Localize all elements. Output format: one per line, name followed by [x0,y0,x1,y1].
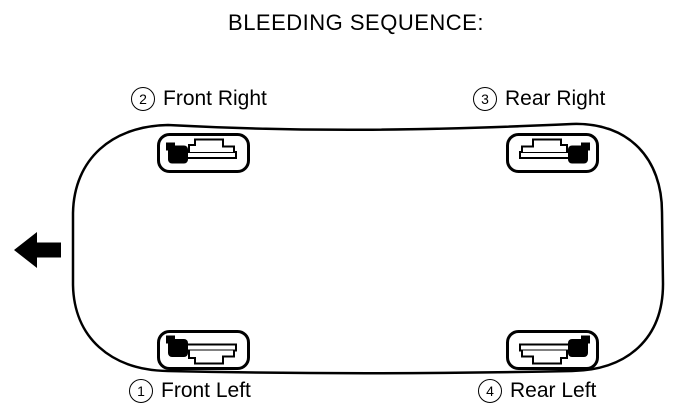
wheel-name: Front Left [161,379,251,402]
sequence-number: 4 [486,383,494,399]
caliper-icon-rear-left [506,330,599,370]
wheel-name: Rear Left [510,379,597,402]
diagram-title: BLEEDING SEQUENCE: [228,10,484,35]
caliper-icon-rear-right [506,133,599,173]
sequence-number-badge: 1 [129,379,153,403]
sequence-number-badge: 3 [473,87,497,111]
front-direction-arrow [14,232,61,268]
sequence-number: 2 [139,91,147,107]
wheel-label-rear-left: 4 Rear Left [478,379,596,403]
wheel-label-front-right: 2 Front Right [131,87,267,111]
caliper-icon-front-right [157,133,250,173]
sequence-number: 3 [481,91,489,107]
caliper-icon-front-left [157,330,250,370]
sequence-number-badge: 4 [478,379,502,403]
car-body-outline [71,122,665,375]
wheel-name: Front Right [163,87,267,110]
wheel-label-front-left: 1 Front Left [129,379,251,403]
sequence-number: 1 [137,383,145,399]
sequence-number-badge: 2 [131,87,155,111]
wheel-label-rear-right: 3 Rear Right [473,87,605,111]
wheel-name: Rear Right [505,87,606,110]
